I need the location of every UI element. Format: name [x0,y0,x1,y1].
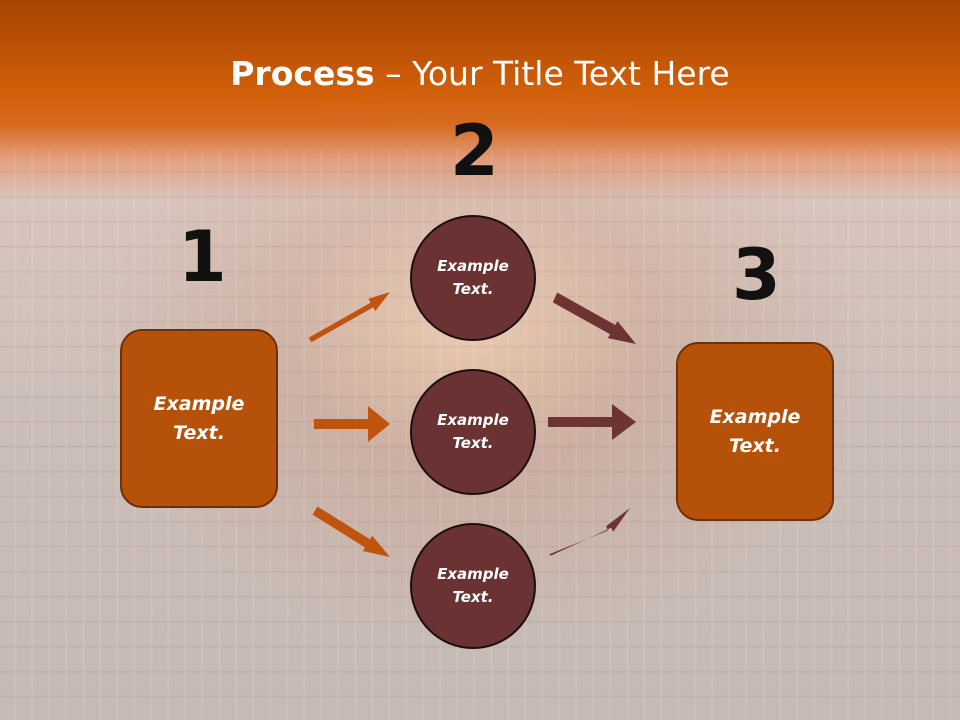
step-2-circle-middle: Example Text. [410,369,536,495]
slide-title: Process – Your Title Text Here [0,52,960,96]
circle-middle-label: Example Text. [437,411,509,452]
step-1-box: Example Text. [120,329,278,508]
step-2-circle-top: Example Text. [410,215,536,341]
circle-bottom-label: Example Text. [437,565,509,606]
arrow-1-to-middle-circle [314,406,390,442]
arrow-bottom-circle-to-3 [549,508,630,556]
title-rest: – Your Title Text Here [374,54,730,93]
step-3-label: Example Text. [709,405,801,457]
arrow-top-circle-to-3 [552,292,636,344]
step-2-circle-bottom: Example Text. [410,523,536,649]
circle-top-label: Example Text. [437,257,509,298]
step-1-label: Example Text. [153,392,245,444]
step-3-box: Example Text. [676,342,834,521]
step-number-1: 1 [178,216,227,298]
title-bold: Process [230,54,375,93]
arrow-1-to-top-circle [308,292,390,343]
arrow-1-to-bottom-circle [312,506,390,557]
arrow-middle-circle-to-3 [548,404,636,440]
step-number-3: 3 [732,234,781,316]
step-number-2: 2 [450,110,499,192]
